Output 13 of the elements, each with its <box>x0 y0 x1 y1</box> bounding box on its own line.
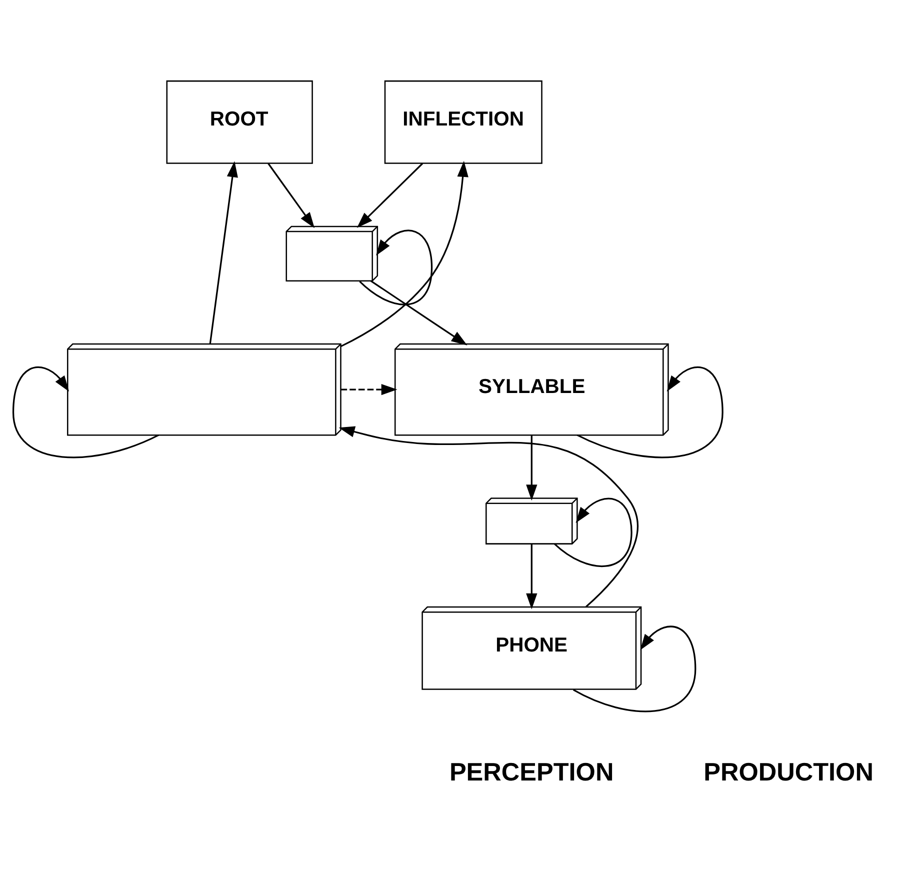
arrow <box>370 280 468 346</box>
arrow <box>338 426 638 608</box>
arrow <box>526 435 538 501</box>
arrow <box>209 161 238 344</box>
arrow <box>268 163 315 228</box>
arrow <box>340 160 468 348</box>
node-box: ROOT <box>166 80 313 164</box>
label: PERCEPTION <box>449 758 614 786</box>
arrow <box>526 544 538 610</box>
arrow <box>356 162 424 228</box>
node-box: INFLECTION <box>384 80 542 164</box>
arrow <box>340 384 398 396</box>
label: PRODUCTION <box>704 758 874 786</box>
